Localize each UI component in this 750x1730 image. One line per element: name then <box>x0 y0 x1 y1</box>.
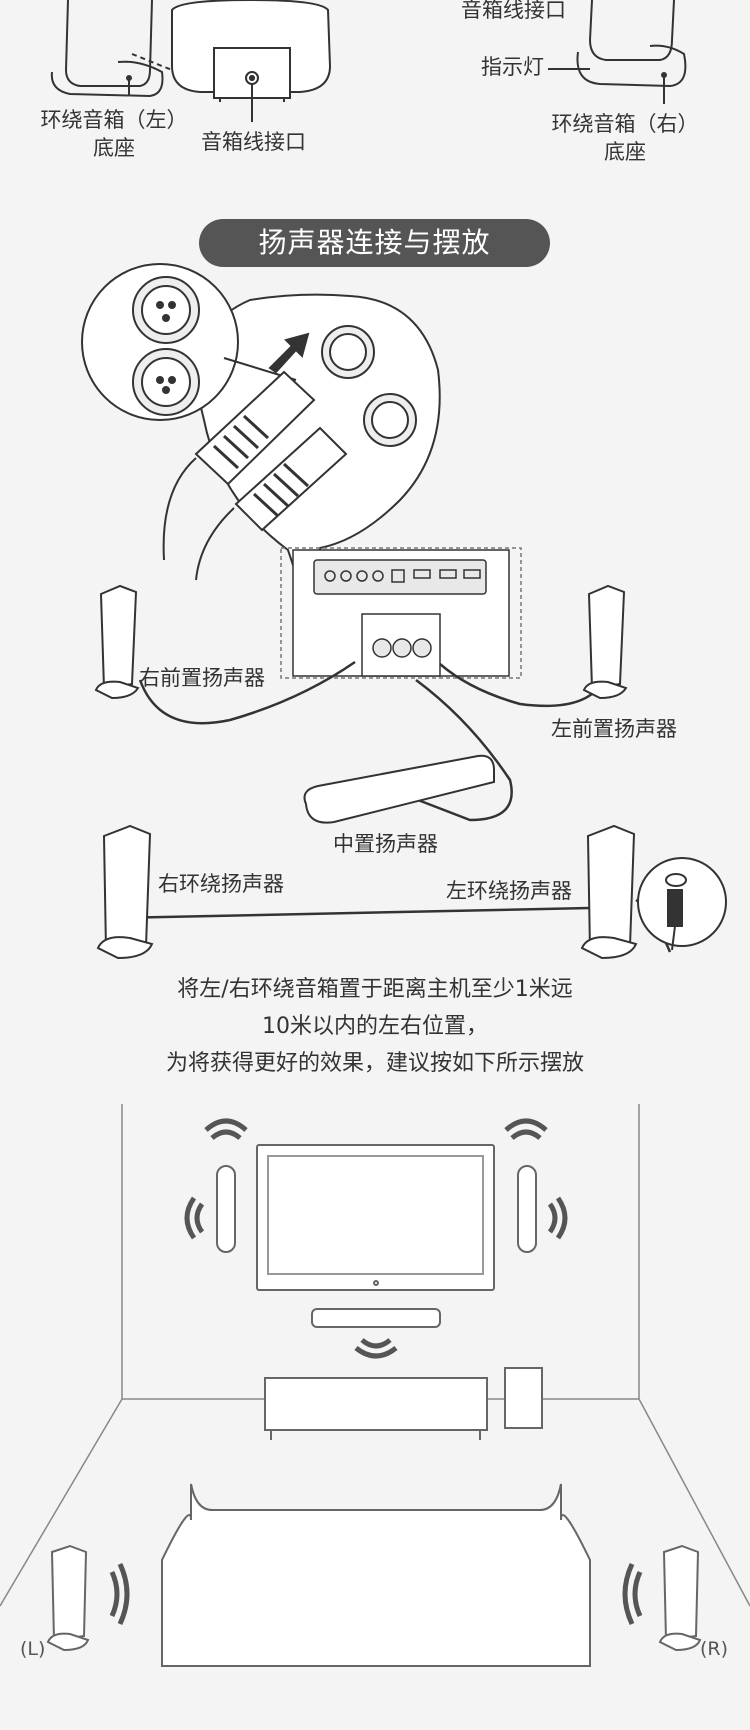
soundbar-illustration <box>312 1309 440 1327</box>
subwoofer-illustration <box>505 1368 542 1428</box>
right-port-label: 音箱线接口 <box>461 0 566 24</box>
left-base-label: 环绕音箱（左） 底座 <box>40 106 188 163</box>
left-base-label-line1: 环绕音箱（左） <box>40 106 188 134</box>
left-surround-speaker-illustration <box>582 826 636 958</box>
indicator-label: 指示灯 <box>481 53 544 81</box>
back-panel-illustration <box>281 548 521 678</box>
left-base-label-line2: 底座 <box>40 134 188 162</box>
pointer-dot <box>126 75 132 81</box>
center-speaker-illustration <box>305 756 495 823</box>
front-right-speaker-illustration <box>96 586 138 698</box>
sofa-illustration <box>162 1484 590 1666</box>
front-left-speaker-illustration <box>584 586 626 698</box>
pointer-dot <box>249 75 255 81</box>
right-surround-speaker-base-illustration <box>577 0 685 86</box>
right-base-label: 环绕音箱（右） 底座 <box>550 110 700 167</box>
right-surround-speaker-illustration <box>98 826 152 958</box>
right-base-label-line1: 环绕音箱（右） <box>550 110 700 138</box>
tv-stand-illustration <box>265 1378 487 1440</box>
right-surround-speaker-label: 右环绕扬声器 <box>158 870 284 898</box>
left-surround-speaker-label: 左环绕扬声器 <box>446 877 572 905</box>
jack-zoom-illustration <box>638 858 726 950</box>
instruction-text: 将左/右环绕音箱置于距离主机至少1米远 10米以内的左右位置， 为将获得更好的效… <box>0 971 750 1082</box>
right-base-label-line2: 底座 <box>550 138 700 166</box>
instruction-line-1: 将左/右环绕音箱置于距离主机至少1米远 <box>0 971 750 1008</box>
front-right-speaker-label: 右前置扬声器 <box>139 664 265 692</box>
instruction-line-2: 10米以内的左右位置， <box>0 1008 750 1045</box>
section-title: 扬声器连接与摆放 <box>199 219 550 267</box>
instruction-line-3: 为将获得更好的效果，建议按如下所示摆放 <box>0 1045 750 1082</box>
front-left-speaker-label: 左前置扬声器 <box>551 715 677 743</box>
left-surround-speaker-base-illustration <box>52 0 172 96</box>
tv-illustration <box>257 1145 494 1290</box>
left-port-label: 音箱线接口 <box>201 128 306 156</box>
center-speaker-label: 中置扬声器 <box>333 830 438 858</box>
left-position-label: (L) <box>20 1637 45 1663</box>
main-unit-illustration <box>172 0 330 122</box>
right-position-label: (R) <box>700 1637 728 1663</box>
